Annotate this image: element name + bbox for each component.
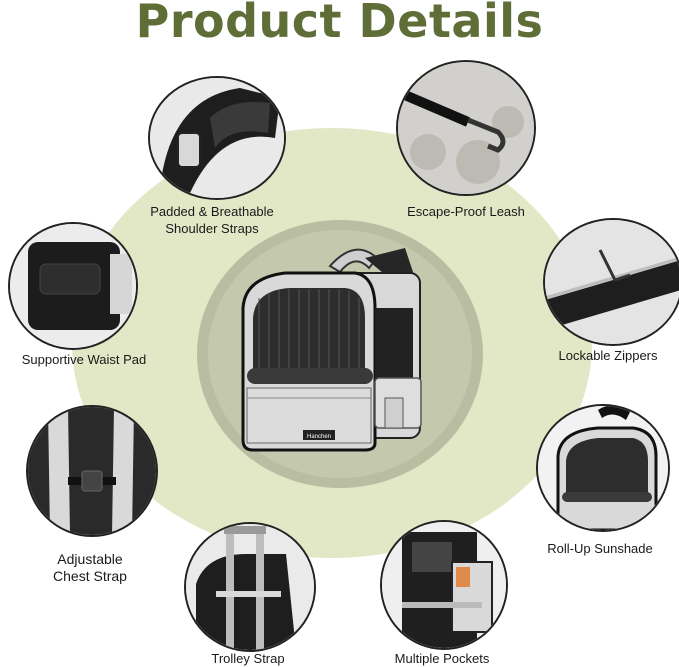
chest-strap-icon xyxy=(28,407,156,535)
sunshade-icon xyxy=(538,406,668,530)
feature-photo-pockets xyxy=(380,520,508,650)
zipper-icon xyxy=(545,220,679,344)
feature-photo-waist-pad xyxy=(8,222,138,350)
label-zippers: Lockable Zippers xyxy=(558,348,658,363)
shoulder-strap-icon xyxy=(150,78,284,198)
center-backpack-image: Hanchen xyxy=(225,238,445,470)
leash-clip-icon xyxy=(398,62,534,194)
label-pockets: Multiple Pockets xyxy=(394,651,490,666)
label-chest-strap: Adjustable Chest Strap xyxy=(53,551,127,584)
label-shoulder-straps: Padded & Breathable Shoulder Straps xyxy=(150,204,274,236)
pockets-icon xyxy=(382,522,506,648)
feature-photo-zippers xyxy=(543,218,679,346)
feature-photo-shoulder-straps xyxy=(148,76,286,200)
feature-photo-leash xyxy=(396,60,536,196)
feature-photo-chest-strap xyxy=(26,405,158,537)
label-trolley-strap: Trolley Strap xyxy=(211,651,285,666)
brand-tag: Hanchen xyxy=(307,434,331,440)
backpack-carrier-icon: Hanchen xyxy=(241,248,422,452)
waist-pad-icon xyxy=(10,224,136,348)
feature-photo-trolley-strap xyxy=(184,522,316,652)
label-sunshade: Roll-Up Sunshade xyxy=(547,541,653,556)
feature-photo-sunshade xyxy=(536,404,670,532)
label-waist-pad: Supportive Waist Pad xyxy=(21,352,147,367)
page-title: Product Details xyxy=(135,0,544,48)
trolley-strap-icon xyxy=(186,524,314,650)
label-leash: Escape-Proof Leash xyxy=(407,204,525,219)
